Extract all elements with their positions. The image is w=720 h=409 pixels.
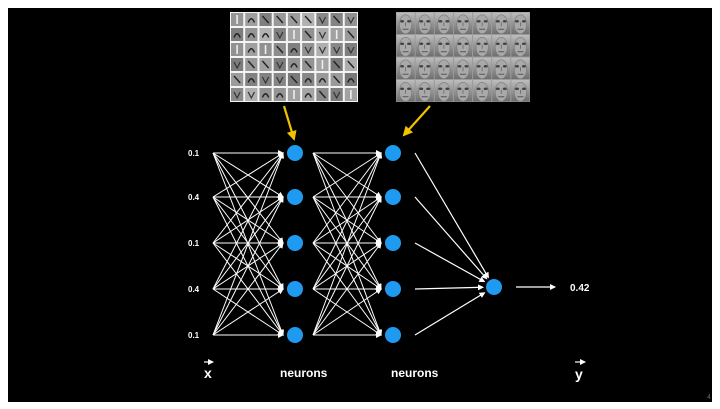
hidden-layer-2-label: neurons xyxy=(391,366,439,380)
neural-network-diagram: 0.1 0.4 0.1 0.4 0.1 0.42 x neurons neuro… xyxy=(188,12,711,401)
callout-arrow-faces xyxy=(402,105,431,137)
input-value-3: 0.1 xyxy=(188,239,200,248)
edge xyxy=(312,288,382,336)
hidden1-neuron xyxy=(287,235,303,251)
output-neuron xyxy=(486,279,502,295)
hidden2-neuron xyxy=(385,281,401,297)
edge xyxy=(414,152,489,279)
input-value-1: 0.1 xyxy=(188,149,200,158)
hidden2-neuron xyxy=(385,327,401,343)
hidden1-neuron xyxy=(287,281,303,297)
svg-text:x: x xyxy=(204,365,212,381)
svg-text:y: y xyxy=(575,366,583,382)
edge xyxy=(312,152,382,244)
page-number: 4 xyxy=(707,394,711,401)
output-value: 0.42 xyxy=(570,283,590,294)
edge xyxy=(414,242,486,283)
edge xyxy=(312,152,382,198)
input-vector-label: x xyxy=(204,359,214,381)
edge xyxy=(312,152,383,336)
hidden2-neuron xyxy=(385,189,401,205)
edges-input-to-hidden1 xyxy=(212,150,285,338)
edge xyxy=(212,152,284,198)
hidden1-neuron xyxy=(287,189,303,205)
edge xyxy=(312,152,382,290)
edge xyxy=(414,196,488,280)
callout-arrow-edges xyxy=(282,105,297,141)
edge xyxy=(312,196,382,336)
edge-filters-image xyxy=(230,12,358,102)
hidden1-neuron xyxy=(287,327,303,343)
edge xyxy=(212,152,285,336)
hidden2-neuron xyxy=(385,235,401,251)
network-nodes xyxy=(287,145,502,343)
edge xyxy=(312,242,382,336)
edge xyxy=(212,196,284,336)
input-value-2: 0.4 xyxy=(188,193,200,202)
edges-hidden2-to-output xyxy=(414,152,489,336)
edge xyxy=(212,152,284,244)
slide: 0.1 0.4 0.1 0.4 0.1 0.42 x neurons neuro… xyxy=(8,8,712,402)
edge xyxy=(414,292,486,336)
hidden-layer-1-label: neurons xyxy=(280,366,328,380)
input-value-5: 0.1 xyxy=(188,331,200,340)
edge xyxy=(414,284,485,291)
hidden2-neuron xyxy=(385,145,401,161)
face-filters-image xyxy=(396,12,530,102)
edge xyxy=(212,288,284,336)
edge xyxy=(212,152,284,290)
edge xyxy=(212,242,284,336)
output-vector-label: y xyxy=(575,359,586,382)
input-value-4: 0.4 xyxy=(188,285,200,294)
hidden1-neuron xyxy=(287,145,303,161)
edges-hidden1-to-hidden2 xyxy=(312,150,383,338)
